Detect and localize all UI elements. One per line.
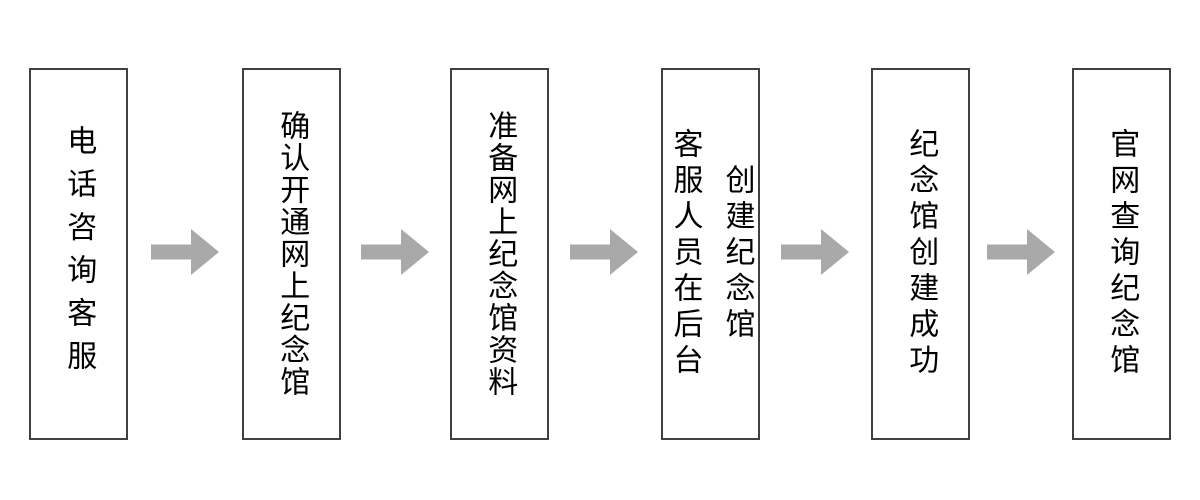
flow-step-prepare-materials: 准备网上纪念馆资料 [450,68,549,440]
arrow-right-icon [151,229,219,275]
arrow-right-shape [987,229,1055,275]
step-label-line: 官网查询纪念馆 [1105,128,1139,380]
step-label: 客服人员在后台 创建纪念馆 [659,128,763,380]
flow-step-confirm-open: 确认开通网上纪念馆 [242,68,341,440]
step-label: 官网查询纪念馆 [1103,128,1141,380]
step-label-line: 纪念馆创建成功 [904,128,938,380]
arrow-right-icon [987,229,1055,275]
flow-step-website-query: 官网查询纪念馆 [1072,68,1171,440]
arrow-right-shape [361,229,429,275]
step-label: 确认开通网上纪念馆 [273,110,311,398]
step-label: 电话咨询客服 [60,125,98,383]
step-label-line: 确认开通网上纪念馆 [275,110,309,398]
flow-step-staff-create: 客服人员在后台 创建纪念馆 [661,68,760,440]
arrow-right-icon [570,229,638,275]
arrow-right-icon [361,229,429,275]
step-label-line: 电话咨询客服 [62,125,96,383]
step-label: 纪念馆创建成功 [902,128,940,380]
step-label-line: 准备网上纪念馆资料 [483,110,517,398]
step-label-line: 客服人员在后台 [668,128,702,380]
arrow-right-shape [781,229,849,275]
step-label: 准备网上纪念馆资料 [481,110,519,398]
flow-step-create-success: 纪念馆创建成功 [871,68,970,440]
arrow-right-icon [781,229,849,275]
step-label-line: 创建纪念馆 [720,164,754,344]
flow-step-phone-consult: 电话咨询客服 [29,68,128,440]
arrow-right-shape [151,229,219,275]
arrow-right-shape [570,229,638,275]
